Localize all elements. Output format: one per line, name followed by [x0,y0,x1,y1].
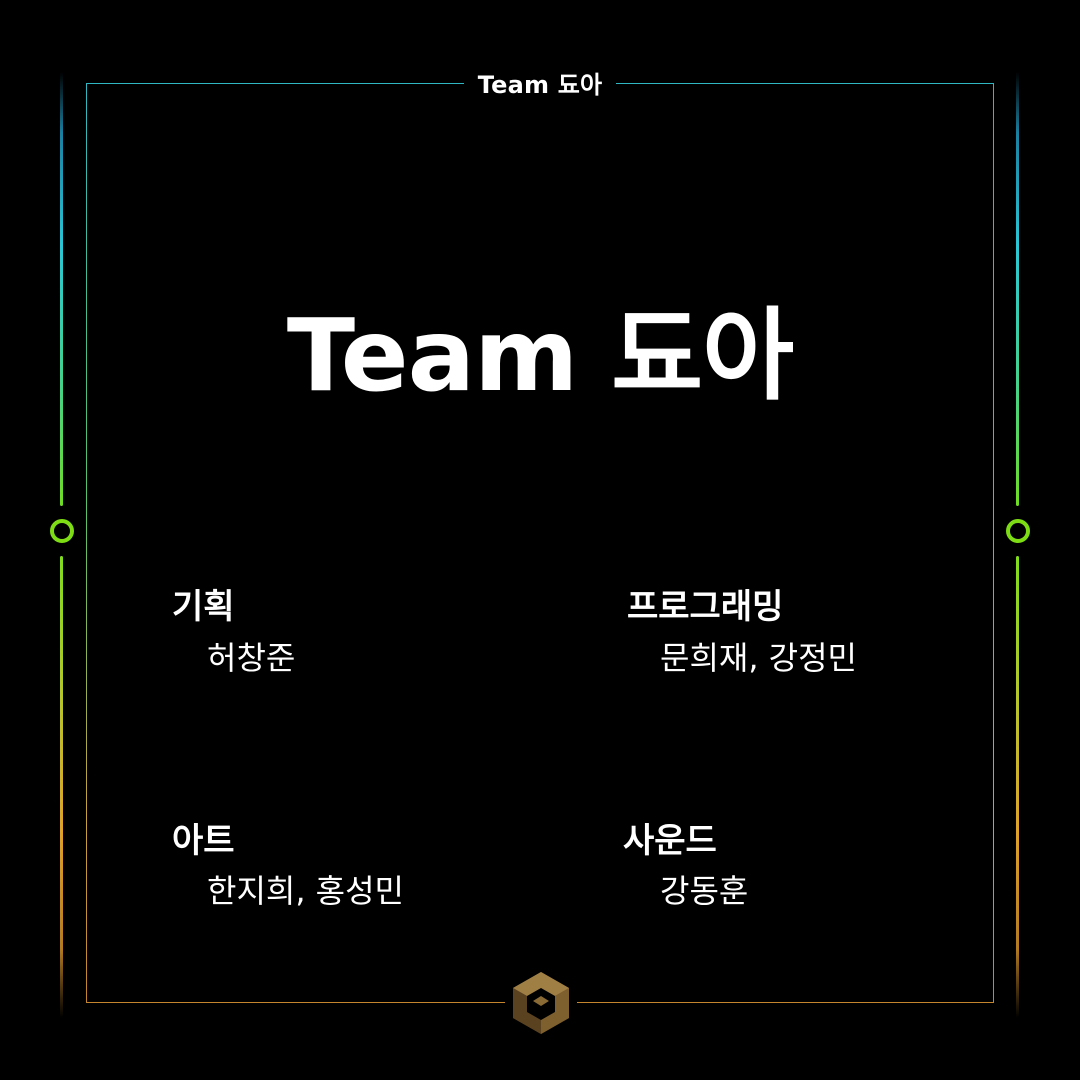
frame-header-label: Team 됴아 [463,70,617,100]
left-rail-bottom [60,556,63,1018]
frame-header: Team 됴아 [0,70,1080,100]
role-programming: 프로그래밍 [627,587,784,627]
dashed-frame [86,83,994,1003]
role-sound: 사운드 [623,821,717,861]
members-sound: 강동훈 [660,872,749,910]
role-planning: 기획 [172,587,235,627]
ring-node-icon [1006,519,1030,543]
role-art: 아트 [172,821,235,861]
members-art: 한지희, 홍성민 [207,872,404,910]
ring-node-icon [50,519,74,543]
members-planning: 허창준 [207,639,296,677]
page-title: Team 됴아 [286,297,794,414]
bronze-cube-logo-icon [505,966,577,1038]
left-rail-top [60,72,63,506]
members-programming: 문희재, 강정민 [660,639,857,677]
right-rail-top [1016,72,1019,506]
right-rail-bottom [1016,556,1019,1018]
